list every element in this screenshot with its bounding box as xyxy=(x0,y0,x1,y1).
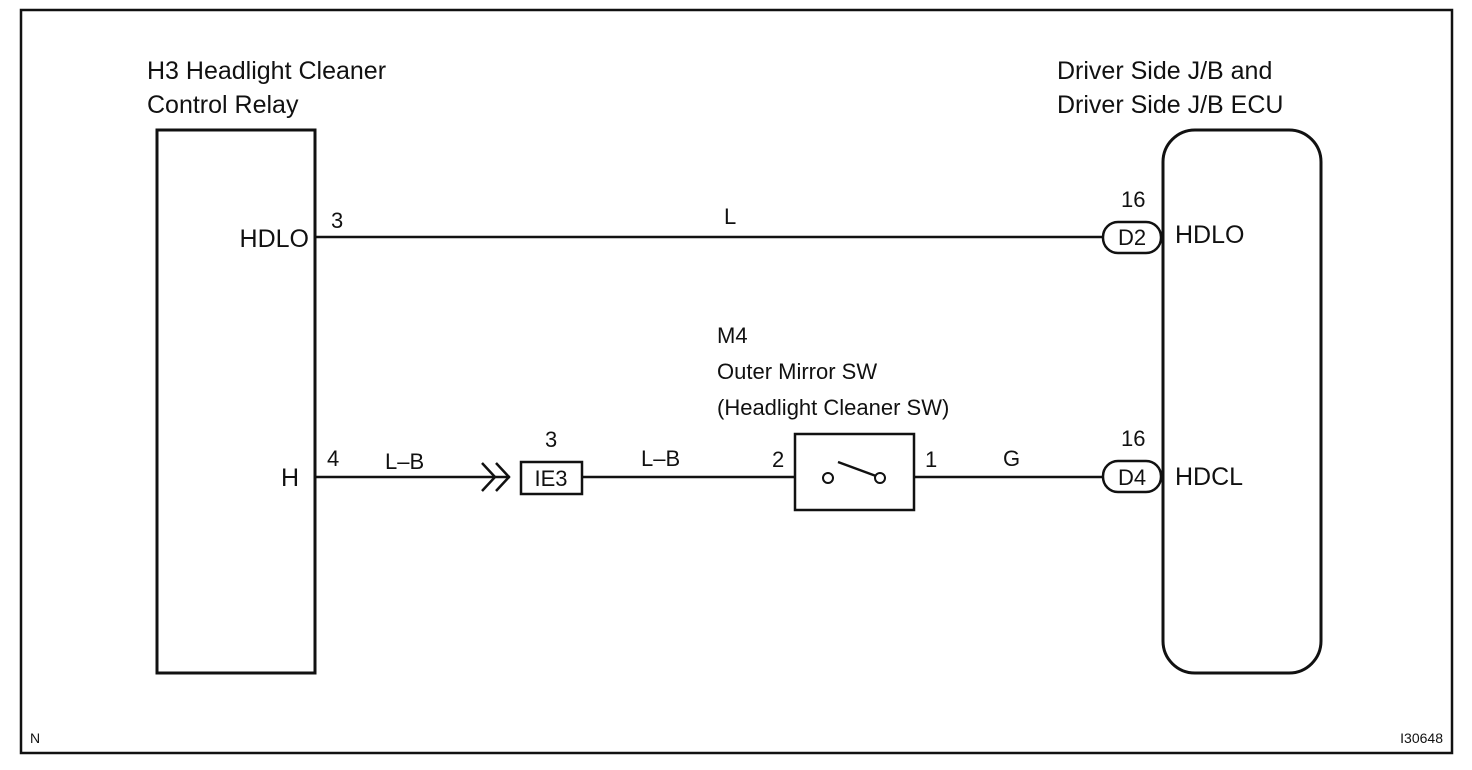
wire-h-color-right: G xyxy=(1003,446,1020,471)
connector-d4-label: D4 xyxy=(1118,465,1146,490)
switch-title-line1: M4 xyxy=(717,323,748,348)
relay-box xyxy=(155,128,317,675)
jb-pin-hdlo-label: HDLO xyxy=(1175,221,1244,249)
connector-d4 xyxy=(1101,459,1163,494)
switch-blade xyxy=(837,460,877,478)
switch-pin-in: 2 xyxy=(772,447,784,472)
jb-title-line2: Driver Side J/B ECU xyxy=(1057,91,1283,119)
connector-d2 xyxy=(1101,220,1163,255)
connector-d2-label: D2 xyxy=(1118,225,1146,250)
junction-ie3-number: 3 xyxy=(545,427,557,452)
wire-hdcl: 4 L–B 3 IE3 L–B M4 Outer Mirror SW (Head… xyxy=(315,323,1163,512)
wire-h-color-left: L–B xyxy=(385,449,424,474)
wire-hdlo-color: L xyxy=(724,204,736,229)
driver-side-jb-ecu: Driver Side J/B and Driver Side J/B ECU … xyxy=(1057,57,1323,675)
jb-box xyxy=(1161,128,1323,675)
switch-title-line2: Outer Mirror SW xyxy=(717,359,877,384)
jb-title-line1: Driver Side J/B and xyxy=(1057,57,1272,85)
wire-h-color-mid: L–B xyxy=(641,446,680,471)
switch-contact-left xyxy=(822,472,834,484)
wire-hdlo-pin-left: 3 xyxy=(331,208,343,233)
headlight-cleaner-relay: H3 Headlight Cleaner Control Relay HDLO … xyxy=(147,57,386,675)
corner-letter: N xyxy=(30,730,40,746)
connector-d2-number: 16 xyxy=(1121,187,1145,212)
relay-pin-h-label: H xyxy=(281,464,299,492)
connector-d4-number: 16 xyxy=(1121,426,1145,451)
junction-ie3 xyxy=(519,460,584,496)
switch-pin-out: 1 xyxy=(925,447,937,472)
junction-ie3-label: IE3 xyxy=(534,466,567,491)
jb-pin-hdcl-label: HDCL xyxy=(1175,463,1243,491)
switch-contact-right xyxy=(874,472,886,484)
wire-h-pin-left: 4 xyxy=(327,446,339,471)
diagram-frame xyxy=(19,8,1454,755)
relay-pin-hdlo-label: HDLO xyxy=(240,225,309,253)
relay-title-line2: Control Relay xyxy=(147,91,299,119)
figure-code: I30648 xyxy=(1400,730,1443,746)
relay-title-line1: H3 Headlight Cleaner xyxy=(147,57,386,85)
wire-hdlo: 3 L 16 D2 xyxy=(315,187,1163,255)
outer-mirror-switch-box xyxy=(793,432,916,512)
double-chevron-icon xyxy=(481,462,511,492)
switch-title-line3: (Headlight Cleaner SW) xyxy=(717,395,949,420)
